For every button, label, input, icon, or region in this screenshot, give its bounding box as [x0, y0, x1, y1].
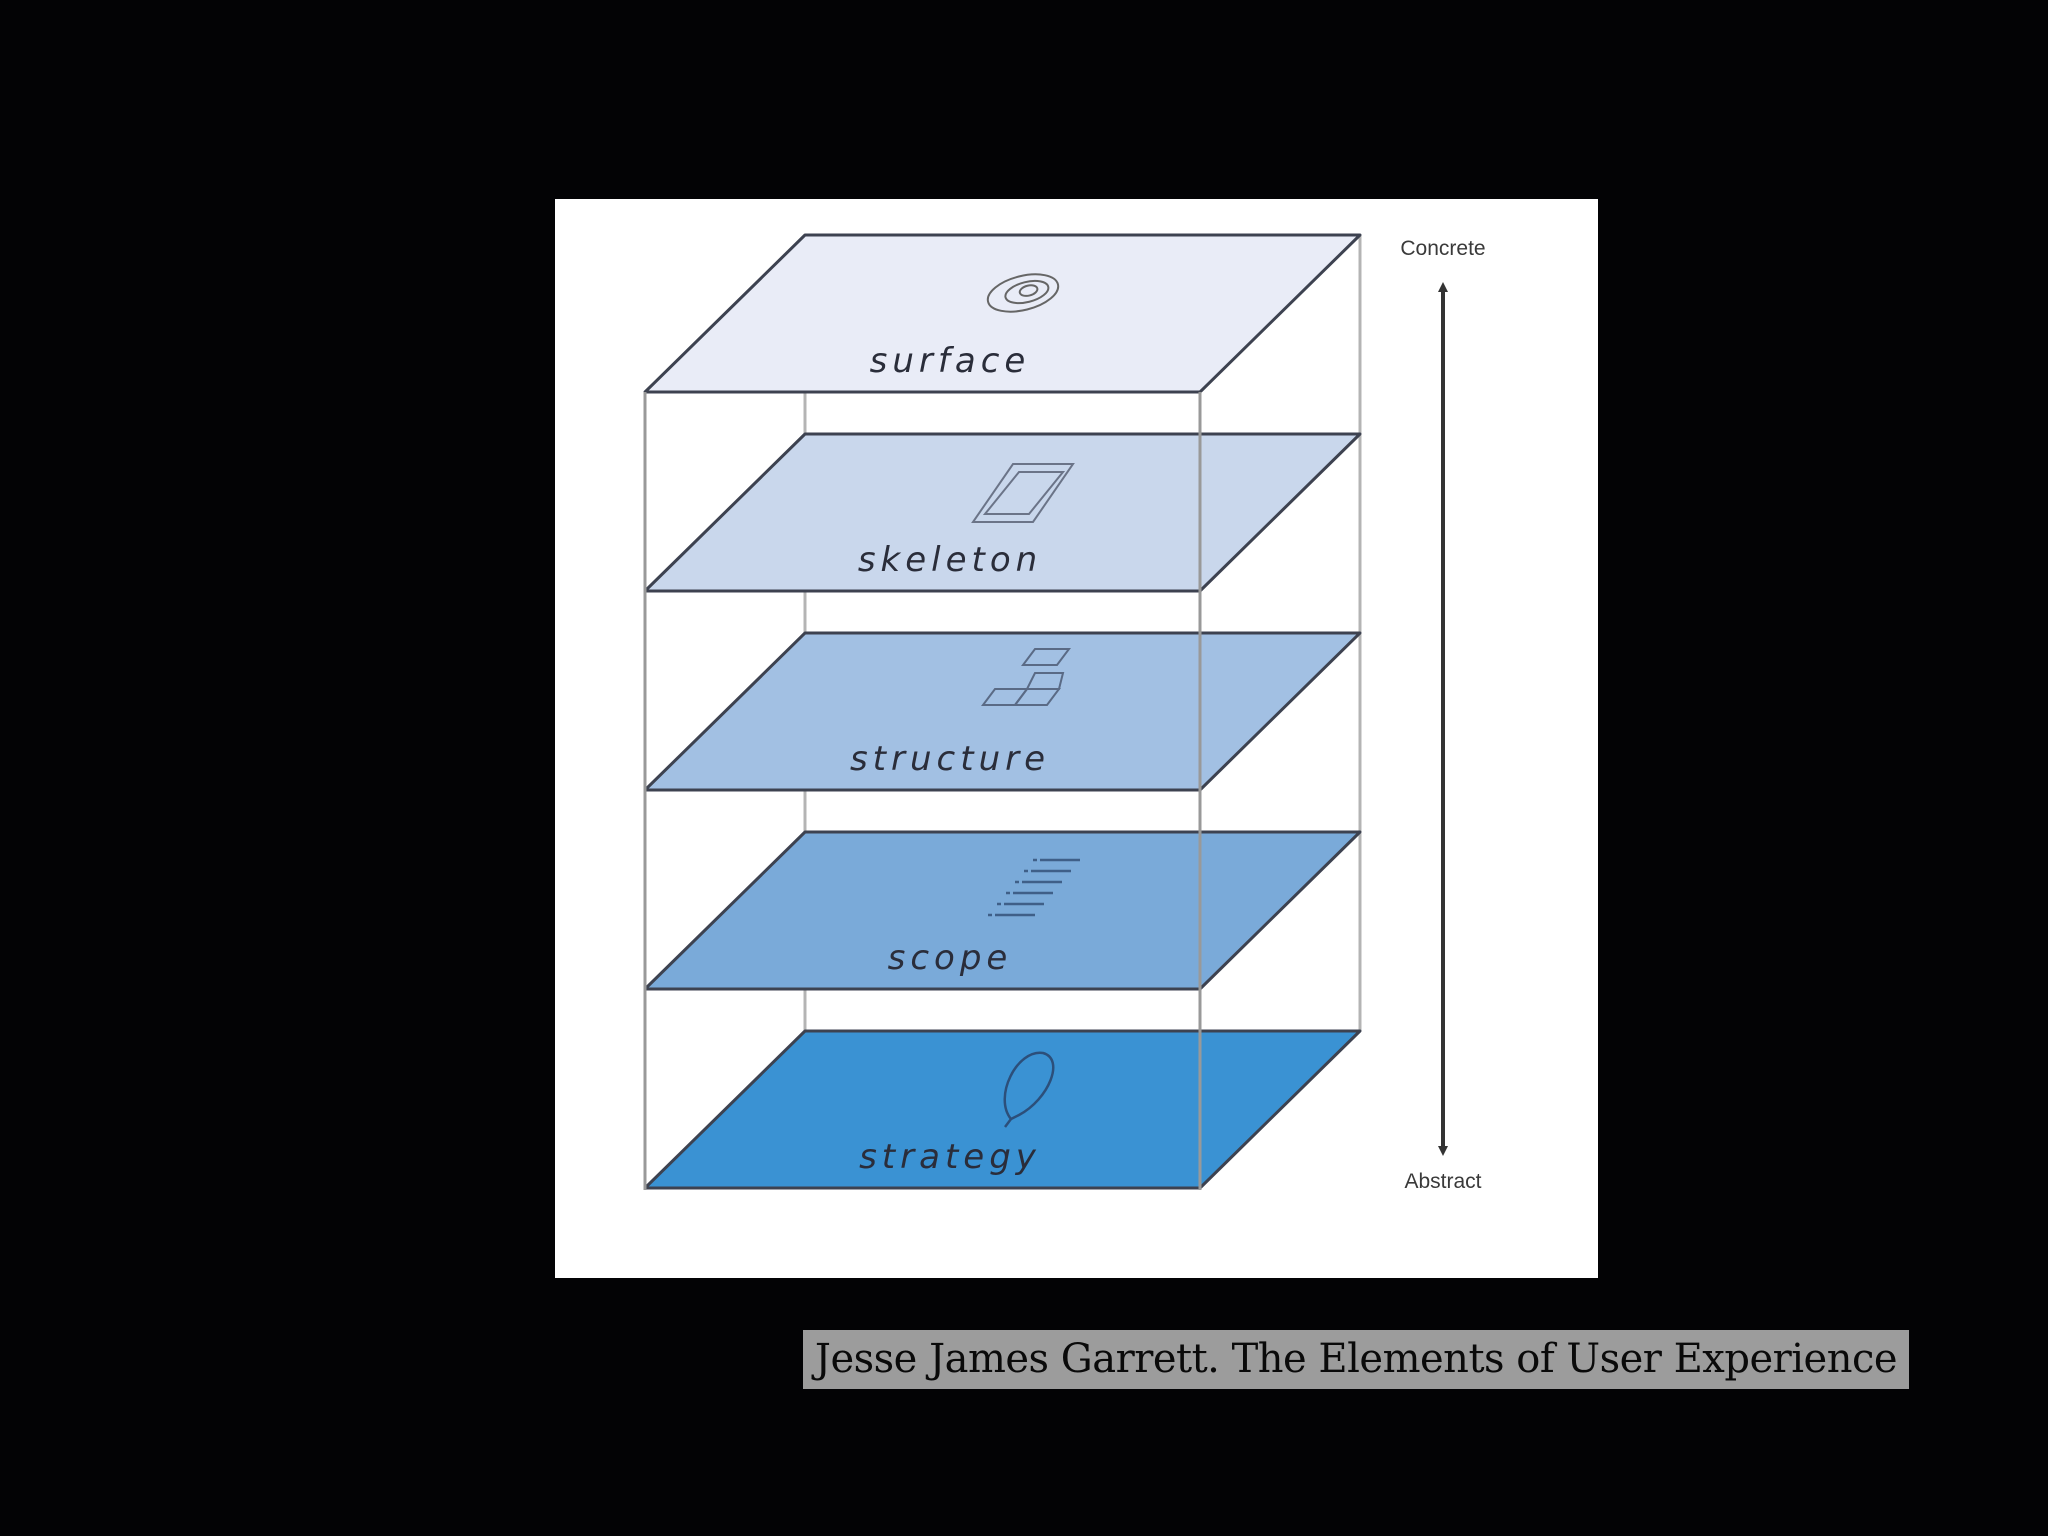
page-icon: [971, 463, 1075, 523]
axis-bottom-label: Abstract: [1404, 1170, 1481, 1193]
layer-label-strategy: strategy: [859, 1137, 1041, 1177]
layer-label-structure: structure: [850, 739, 1050, 779]
planes-diagram: surface skeleton structure scope strategy…: [643, 233, 1486, 1193]
caption: Jesse James Garrett. The Elements of Use…: [803, 1330, 1909, 1389]
hierarchy-icon: [981, 648, 1071, 706]
axis-top-label: Concrete: [1400, 237, 1485, 260]
layer-label-skeleton: skeleton: [858, 540, 1042, 580]
layer-label-scope: scope: [888, 938, 1013, 978]
list-icon: [988, 858, 1083, 917]
layer-label-surface: surface: [870, 341, 1031, 381]
lightbulb-icon: [1003, 1051, 1055, 1128]
spiral-icon: [986, 273, 1060, 313]
diagram-panel: surface skeleton structure scope strategy…: [555, 199, 1598, 1278]
layers-group: surface skeleton structure scope strategy: [643, 233, 1362, 1190]
